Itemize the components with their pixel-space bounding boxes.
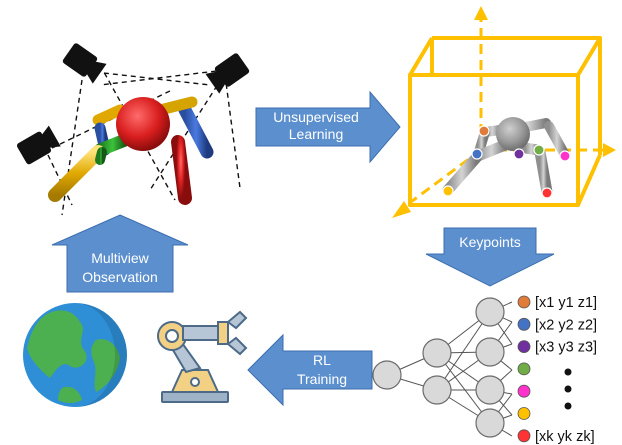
keypoints-label: Keypoints [459, 234, 520, 250]
keypoint-color-dot [517, 429, 531, 443]
network-node [422, 338, 452, 368]
network-node [475, 337, 505, 367]
keypoint-bounding-box [392, 6, 616, 218]
keypoint-coordinate-list: [x1 y1 z1] [x2 y2 z2] [x3 y3 z3] [xk yk zk] [517, 295, 597, 445]
keypoint-list-item: [xk yk zk] [517, 429, 595, 445]
keypoint-color-dot [517, 407, 531, 420]
camera-icon [62, 43, 107, 84]
unsupervised-learning-arrow: Unsupervised Learning [255, 90, 401, 164]
robot-arm-icon [157, 310, 248, 403]
network-node [475, 408, 505, 438]
keypoint-coordinate-label: [x2 y2 z2] [535, 317, 597, 333]
unsupervised-label-line2: Learning [289, 126, 344, 142]
robot-legs [48, 96, 214, 205]
keypoint-list-item: [x3 y3 z3] [517, 340, 597, 356]
keypoint-dot [442, 185, 454, 197]
keypoint-color-dot [517, 317, 531, 331]
keypoint-dot [541, 187, 553, 199]
rl-training-arrow: RL Training [247, 333, 373, 407]
camera-icon [16, 125, 61, 165]
keypoint-coordinate-label: [x3 y3 z3] [535, 340, 597, 356]
robot-body [116, 97, 170, 151]
keypoint-dot [533, 144, 545, 156]
keypoint-dot [478, 125, 490, 137]
keypoint-color-dot [517, 384, 531, 398]
neural-network [372, 297, 513, 438]
keypoints-arrow: Keypoints [425, 227, 555, 287]
keypoint-list-item [517, 362, 531, 376]
multiview-robot-scene [16, 43, 250, 216]
rl-label-line1: RL [313, 352, 331, 368]
observation-label-line2: Observation [82, 269, 157, 285]
keypoint-list-item: [x1 y1 z1] [517, 295, 597, 311]
ellipsis-dots [564, 368, 572, 410]
network-node [475, 297, 505, 327]
keypoint-list-item: [x2 y2 z2] [517, 317, 597, 333]
keypoint-color-dot [517, 340, 531, 354]
gray-robot [442, 117, 570, 198]
keypoint-dot [559, 150, 571, 162]
multiview-observation-arrow: Multiview Observation [51, 214, 189, 293]
unsupervised-label-line1: Unsupervised [273, 109, 359, 125]
earth-globe-icon [23, 303, 127, 407]
keypoint-coordinate-label: [x1 y1 z1] [535, 295, 597, 311]
keypoint-coordinate-label: [xk yk zk] [535, 429, 595, 445]
robot-keypoints [442, 125, 571, 199]
keypoint-color-dot [517, 362, 531, 376]
rl-label-line2: Training [297, 371, 347, 387]
keypoint-dot [471, 148, 483, 160]
keypoint-list-item [517, 384, 531, 398]
network-node [422, 375, 452, 405]
camera-icon [205, 53, 250, 94]
keypoint-color-dot [517, 295, 531, 309]
keypoint-dot [513, 148, 525, 160]
keypoint-list-item [517, 407, 531, 420]
network-node [372, 360, 402, 390]
network-node [475, 375, 505, 405]
observation-label-line1: Multiview [91, 250, 149, 266]
